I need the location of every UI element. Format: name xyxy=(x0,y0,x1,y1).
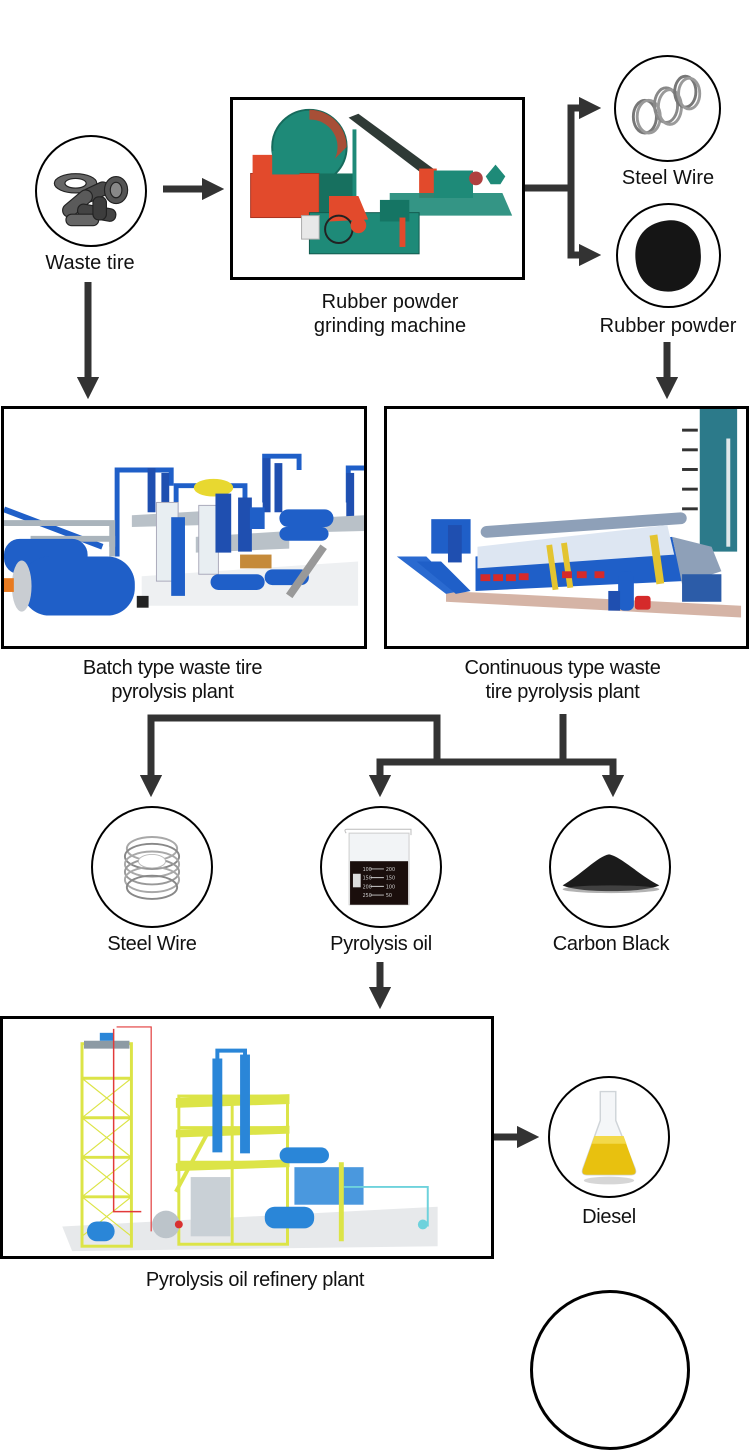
beaker-mark-left: 100 xyxy=(363,867,372,873)
connector-products-bar xyxy=(376,758,617,785)
continuous-plant-label-line2: tire pyrolysis plant xyxy=(485,681,640,703)
grinding-machine-node xyxy=(230,97,525,280)
pyrolysis-oil-node: 100 150 200 250 200 150 100 50 xyxy=(320,806,442,928)
beaker-mark-left: 200 xyxy=(363,884,372,890)
batch-pyrolysis-plant-image xyxy=(4,453,364,616)
pyrolysis-oil-label: Pyrolysis oil xyxy=(330,933,432,955)
beaker-mark-left: 150 xyxy=(363,876,372,882)
beaker-mark-right: 50 xyxy=(386,893,392,899)
tire-pile-icon xyxy=(53,173,129,227)
waste-tire-label: Waste tire xyxy=(45,252,135,274)
diesel-label: Diesel xyxy=(582,1206,636,1228)
steel-wire-top-node xyxy=(614,55,721,162)
rubber-powder-label: Rubber powder xyxy=(599,315,737,337)
carbon-black-pile-icon xyxy=(562,854,660,894)
connector-batch-top xyxy=(147,714,441,785)
refinery-plant-image xyxy=(62,1026,438,1252)
grinding-machine-label-line1: Rubber powder xyxy=(321,291,459,313)
beaker-mark-right: 100 xyxy=(386,884,395,890)
continuous-plant-node xyxy=(384,406,749,649)
rubber-powder-node xyxy=(616,203,721,308)
carbon-black-node xyxy=(549,806,671,928)
steel-wire-top-label: Steel Wire xyxy=(621,167,715,189)
grinding-machine-image xyxy=(250,108,513,255)
arrow-grinder-to-steel-wire xyxy=(567,96,602,258)
diesel-node xyxy=(548,1076,670,1198)
steel-wire-bottom-label: Steel Wire xyxy=(107,933,197,955)
carbon-black-label: Carbon Black xyxy=(552,933,670,955)
steel-wire-coil-icon xyxy=(123,836,181,900)
refinery-plant-label: Pyrolysis oil refinery plant xyxy=(145,1269,365,1291)
beaker-mark-right: 150 xyxy=(386,876,395,882)
waste-tire-node xyxy=(35,135,147,247)
arrow-grinder-to-rubber-powder xyxy=(567,188,602,267)
beaker-mark-left: 250 xyxy=(363,893,372,899)
next-node-partial xyxy=(530,1290,690,1450)
rubber-powder-icon xyxy=(635,220,701,292)
batch-plant-label-line2: pyrolysis plant xyxy=(111,681,234,703)
beaker-mark-right: 200 xyxy=(386,867,395,873)
refinery-plant-node xyxy=(0,1016,494,1259)
continuous-plant-label-line1: Continuous type waste xyxy=(464,657,661,679)
grinding-machine-label-line2: grinding machine xyxy=(313,315,467,337)
diesel-flask-icon xyxy=(581,1090,637,1185)
batch-plant-node xyxy=(1,406,367,649)
steel-wire-bottom-node xyxy=(91,806,213,928)
steel-wire-coil-icon xyxy=(631,74,702,135)
batch-plant-label-line1: Batch type waste tire xyxy=(82,657,263,679)
oil-beaker-icon: 100 150 200 250 200 150 100 50 xyxy=(344,828,412,906)
continuous-pyrolysis-plant-image xyxy=(396,409,742,618)
